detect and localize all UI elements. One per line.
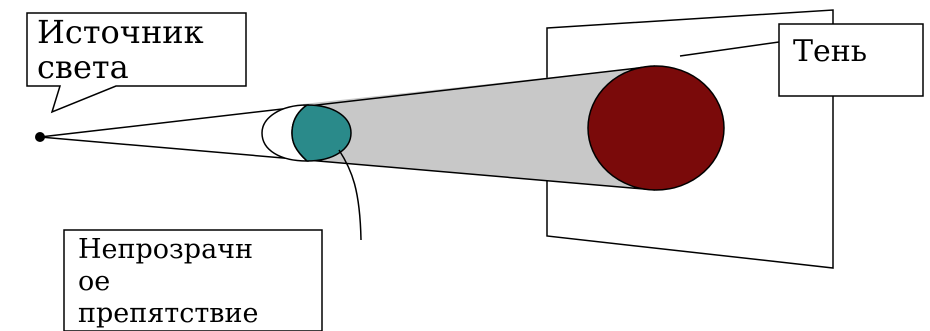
obstacle-label-line2: ое <box>78 266 110 297</box>
light-source-label-line1: Источник <box>37 13 204 51</box>
light-source-point <box>35 132 45 142</box>
obstacle-label-line1: Непрозрачн <box>78 234 253 265</box>
shadow-label: Тень <box>793 34 867 69</box>
light-source-label-line2: света <box>37 48 129 86</box>
obstacle-label-line3: препятствие <box>78 298 258 329</box>
shadow-ellipse <box>588 66 724 190</box>
